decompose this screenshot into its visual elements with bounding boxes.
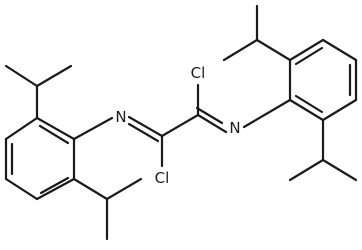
right-aryl-ring <box>288 38 358 122</box>
right-bottom-isopropyl <box>288 118 358 182</box>
left-top-isopropyl <box>4 64 73 120</box>
atom-cl-bottom: Cl <box>155 169 170 187</box>
left-bottom-isopropyl <box>72 177 143 241</box>
right-top-isopropyl <box>222 4 292 62</box>
atom-n-right: N <box>229 119 240 137</box>
left-aryl-ring <box>4 116 76 201</box>
atom-n-left: N <box>115 108 126 126</box>
diimine-backbone <box>72 83 292 168</box>
atom-cl-top: Cl <box>191 64 206 82</box>
